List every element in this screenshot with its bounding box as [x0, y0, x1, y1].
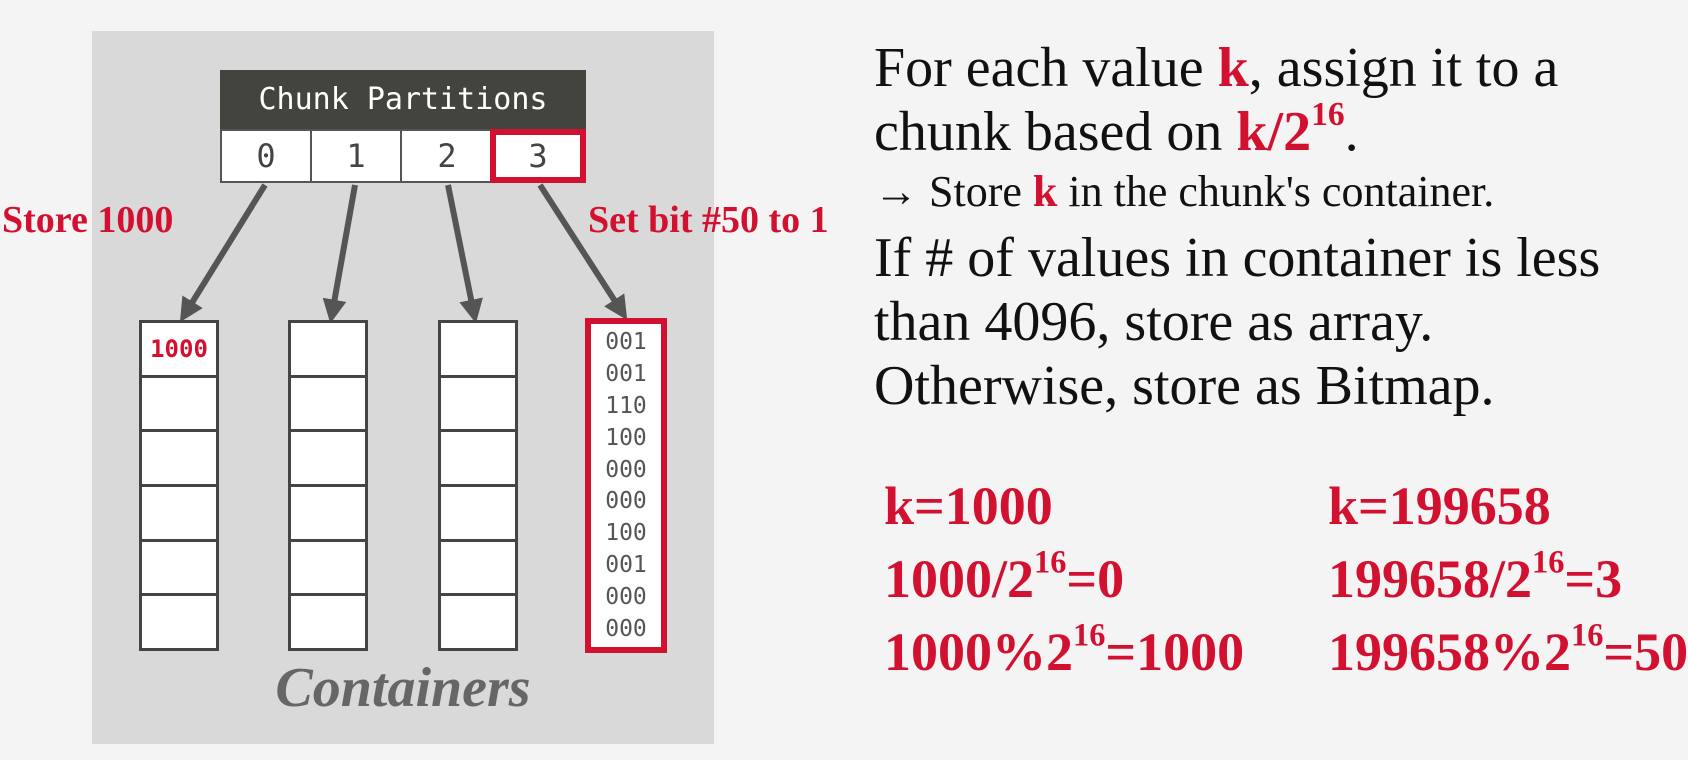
array-slot [291, 542, 365, 597]
formula-exponent: 16 [1311, 95, 1345, 133]
array-slot-value: 1000 [142, 323, 216, 378]
array-slot [291, 596, 365, 648]
mod-exponent: 16 [1571, 617, 1604, 654]
bitmap-row: 001 [605, 360, 647, 387]
containers-label: Containers [275, 657, 531, 719]
text-fragment: chunk based on [874, 101, 1237, 163]
example-right: k=199658 199658/216=3 199658%216=50 [1328, 470, 1688, 689]
formula-base: k/2 [1236, 101, 1312, 163]
text-line-3: → Store k in the chunk's container. [874, 164, 1664, 220]
array-slot [441, 487, 515, 542]
array-slot [441, 378, 515, 433]
array-container-2 [438, 320, 518, 651]
bitmap-row: 100 [605, 424, 647, 451]
mod-base: 199658%2 [1328, 622, 1571, 682]
arrow-to-container-2 [445, 184, 483, 324]
array-slot [441, 323, 515, 378]
k-highlight: k [1217, 37, 1249, 99]
bitmap-row: 000 [605, 456, 647, 483]
div-exponent: 16 [1034, 544, 1067, 581]
array-slot [441, 432, 515, 488]
div-base: 199658/2 [1328, 549, 1533, 609]
k-highlight: k [1032, 167, 1058, 216]
bitmap-container-3: 001 001 110 100 000 000 100 001 000 000 [585, 318, 667, 653]
array-slot [291, 378, 365, 433]
example-left-mod: 1000%216=1000 [884, 616, 1244, 689]
chunk-formula: k/216 [1236, 98, 1344, 163]
array-slot [142, 487, 216, 542]
div-exponent: 16 [1532, 544, 1565, 581]
example-left-k: k=1000 [884, 476, 1053, 536]
store-label: Store 1000 [2, 199, 174, 241]
div-result: =3 [1564, 549, 1623, 609]
bitmap-row: 001 [605, 328, 647, 355]
example-left: k=1000 1000/216=0 1000%216=1000 [884, 470, 1244, 689]
set-bit-label: Set bit #50 to 1 [588, 199, 829, 241]
explanation-text: For each value k, assign it to a chunk b… [874, 36, 1664, 418]
arrow-to-container-1 [322, 184, 358, 324]
array-slot [441, 596, 515, 648]
array-slot [142, 432, 216, 488]
array-slot [441, 542, 515, 597]
chunk-partitions-header: Chunk Partitions [220, 70, 586, 129]
arrow-to-container-3 [537, 183, 628, 321]
text-line-4: If # of values in container is less [874, 227, 1601, 289]
array-slot [142, 596, 216, 648]
text-fragment: , assign it to a [1248, 37, 1559, 99]
arrow-bullet: → Store [874, 167, 1033, 216]
bitmap-row: 001 [605, 552, 647, 579]
div-result: =0 [1066, 549, 1125, 609]
array-container-0: 1000 [139, 320, 219, 651]
bitmap-row: 110 [605, 392, 647, 419]
array-slot [142, 542, 216, 597]
array-slot [291, 432, 365, 488]
text-line-5: than 4096, store as array. [874, 291, 1434, 353]
mod-base: 1000%2 [884, 622, 1073, 682]
example-right-mod: 199658%216=50 [1328, 616, 1688, 689]
bitmap-row: 000 [605, 584, 647, 611]
text-line-1: For each value k, assign it to a [874, 36, 1664, 100]
array-slot [291, 487, 365, 542]
example-right-k: k=199658 [1328, 476, 1551, 536]
text-fragment: in the chunk's container. [1057, 167, 1495, 216]
array-container-1 [288, 320, 368, 651]
bitmap-row: 100 [605, 520, 647, 547]
array-slot [291, 323, 365, 378]
partition-cell-3-highlighted: 3 [490, 129, 586, 183]
mod-result: =1000 [1105, 622, 1245, 682]
bitmap-row: 000 [605, 615, 647, 642]
arrow-to-container-0 [179, 183, 268, 323]
text-line-6: Otherwise, store as Bitmap. [874, 355, 1495, 417]
array-slot [142, 378, 216, 433]
text-fragment: For each value [874, 37, 1218, 99]
text-line-2: chunk based on k/216. [874, 98, 1664, 164]
bitmap-row: 000 [605, 488, 647, 515]
partition-cell-1: 1 [310, 129, 402, 183]
example-left-div: 1000/216=0 [884, 543, 1244, 616]
text-fragment: . [1344, 101, 1359, 163]
mod-exponent: 16 [1073, 617, 1106, 654]
example-right-div: 199658/216=3 [1328, 543, 1688, 616]
div-base: 1000/2 [884, 549, 1035, 609]
mod-result: =50 [1603, 622, 1688, 682]
